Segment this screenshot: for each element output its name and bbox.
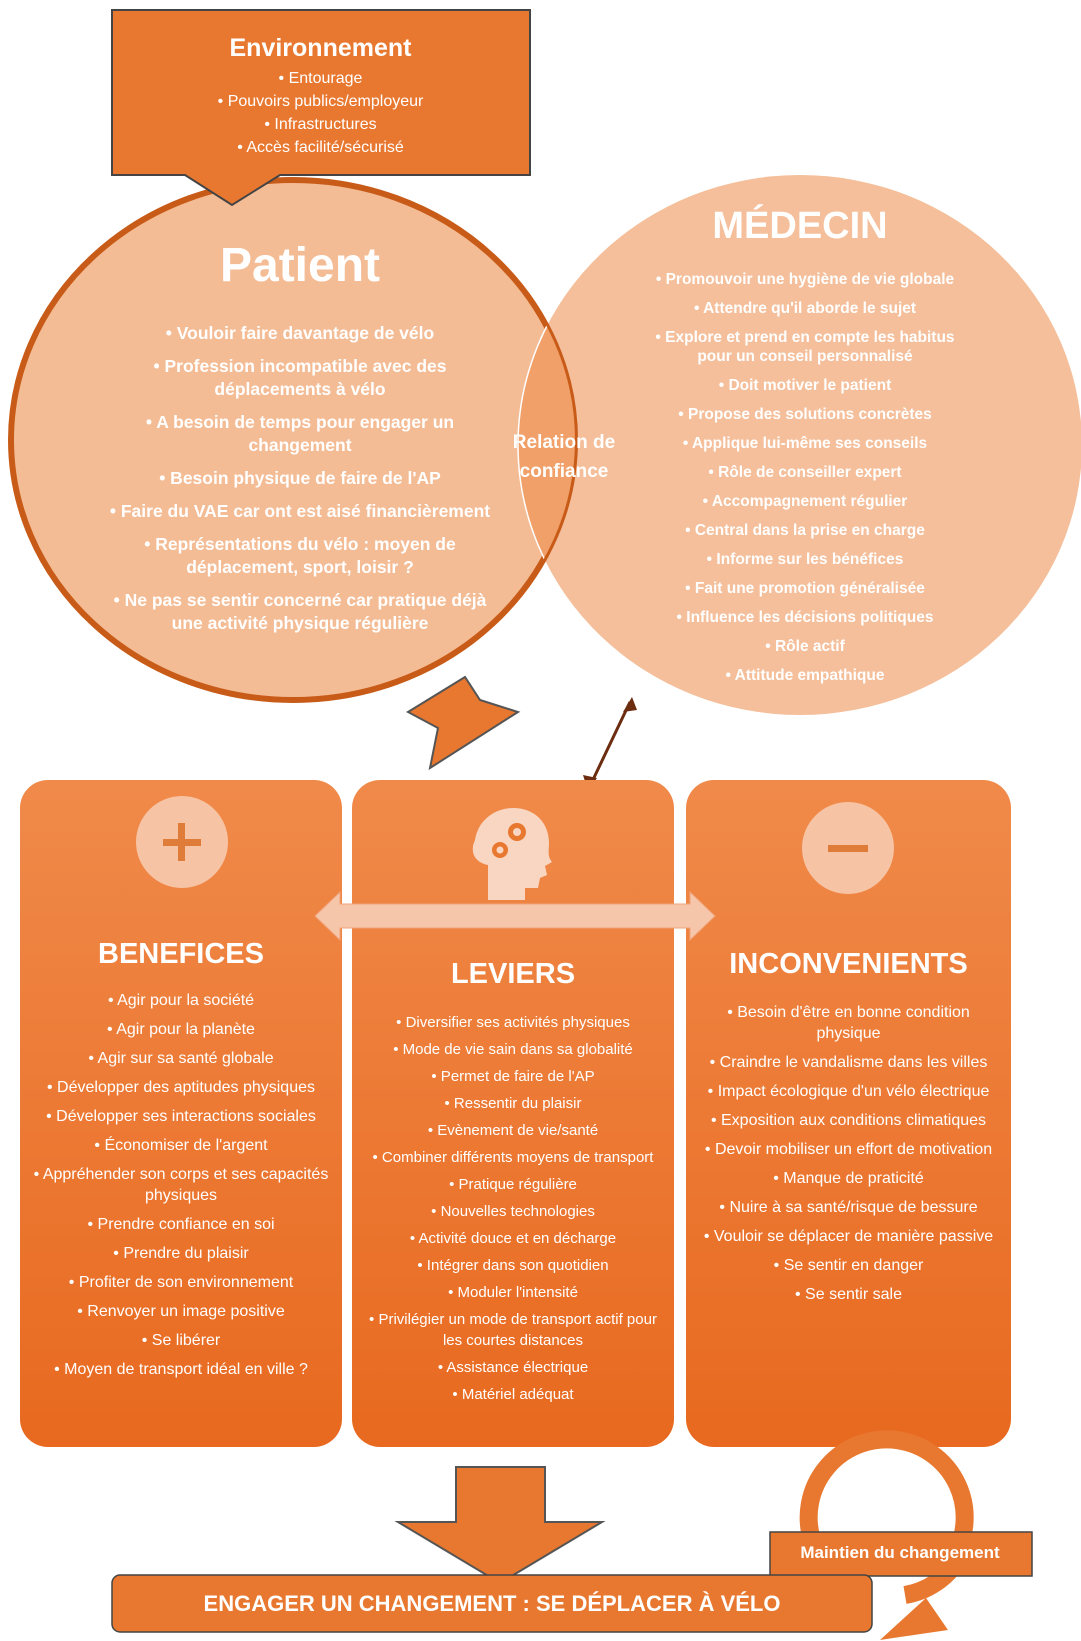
bottom-down-arrow [394, 1466, 606, 1585]
horizontal-double-arrow [314, 890, 716, 942]
medecin-item: • Accompagnement régulier [702, 493, 908, 510]
leviers-item: • Mode de vie sain dans sa globalité [393, 1041, 633, 1058]
leviers-item: • Activité douce et en décharge [409, 1230, 617, 1247]
inconvenients-item: • Impact écologique d'un vélo électrique [707, 1083, 990, 1100]
medecin-item: • Central dans la prise en charge [685, 522, 925, 539]
patient-item: • Profession incompatible avec des dépla… [153, 356, 447, 399]
leviers-item: • Moduler l'intensité [448, 1284, 578, 1301]
leviers-item: • Intégrer dans son quotidien [417, 1257, 609, 1274]
benefices-item: • Agir sur sa santé globale [88, 1050, 274, 1067]
medecin-item: • Promouvoir une hygiène de vie globale [655, 271, 955, 288]
benefices-item: • Économiser de l'argent [94, 1137, 268, 1154]
medecin-item: • Attitude empathique [725, 667, 885, 684]
medecin-item: • Rôle de conseiller expert [708, 464, 902, 481]
final-label: ENGAGER UN CHANGEMENT : SE DÉPLACER À VÉ… [203, 1591, 781, 1616]
inconvenients-box [686, 780, 1011, 1447]
benefices-item: • Appréhender son corps et ses capacités… [33, 1166, 329, 1204]
patient-list: • Vouloir faire davantage de vélo • Prof… [105, 322, 495, 645]
benefices-item: • Moyen de transport idéal en ville ? [54, 1361, 308, 1378]
inconvenients-item: • Se sentir sale [795, 1286, 902, 1303]
medecin-item: • Explore et prend en compte les habitus… [655, 329, 955, 365]
medecin-item: • Doit motiver le patient [718, 377, 892, 394]
benefices-item: • Renvoyer un image positive [77, 1303, 285, 1320]
benefices-item: • Prendre confiance en soi [87, 1216, 275, 1233]
leviers-item: • Assistance électrique [437, 1359, 589, 1376]
inconvenients-item: • Vouloir se déplacer de manière passive [703, 1228, 994, 1245]
patient-item: • Vouloir faire davantage de vélo [165, 323, 435, 343]
environment-item: • Infrastructures [264, 116, 377, 133]
leviers-item: • Permet de faire de l'AP [431, 1068, 595, 1085]
medecin-item: • Propose des solutions concrètes [678, 406, 932, 423]
benefices-item: • Profiter de son environnement [68, 1274, 294, 1291]
medecin-item: • Fait une promotion généralisée [685, 580, 925, 597]
final-box [111, 1574, 873, 1633]
benefices-item: • Agir pour la planète [107, 1021, 255, 1038]
leviers-box [352, 780, 674, 1447]
benefices-item: • Agir pour la société [107, 992, 255, 1009]
inconvenients-item: • Devoir mobiliser un effort de motivati… [704, 1141, 993, 1158]
patient-title: Patient [219, 239, 381, 292]
inconvenients-item: • Besoin d'être en bonne condition physi… [727, 1004, 970, 1042]
medecin-list: • Promouvoir une hygiène de vie globale … [640, 270, 970, 695]
maintien-label: Maintien du changement [800, 1543, 1000, 1562]
medecin-circle [518, 175, 1081, 715]
medecin-item: • Applique lui-même ses conseils [682, 435, 928, 452]
inconvenients-item: • Nuire à sa santé/risque de bessure [719, 1199, 978, 1216]
leviers-title: LEVIERS [450, 958, 576, 990]
patient-item: • Faire du VAE car ont est aisé financiè… [109, 501, 491, 521]
benefices-item: • Prendre du plaisir [113, 1245, 249, 1262]
patient-item: • Ne pas se sentir concerné car pratique… [113, 590, 487, 633]
maintien-cycle-arrow [799, 1430, 974, 1565]
head-gears-icon [472, 808, 552, 900]
inconvenients-title: INCONVENIENTS [729, 948, 968, 980]
medecin-item: • Attendre qu'il aborde le sujet [693, 300, 917, 317]
leviers-item: • Matériel adéquat [452, 1386, 574, 1403]
maintien-box [769, 1531, 1033, 1577]
relation-label: Relation de confiance [512, 432, 616, 482]
environment-item: • Accès facilité/sécurisé [237, 139, 404, 156]
inconvenients-item: • Se sentir en danger [773, 1257, 924, 1274]
benefices-item: • Se libérer [141, 1332, 221, 1349]
benefices-item: • Développer des aptitudes physiques [47, 1079, 315, 1096]
inconvenients-item: • Exposition aux conditions climatiques [710, 1112, 987, 1129]
benefices-list: • Agir pour la société • Agir pour la pl… [28, 990, 334, 1388]
benefices-title: BENEFICES [98, 938, 264, 970]
patient-item: • A besoin de temps pour engager un chan… [145, 412, 455, 455]
down-arrow-patient [405, 675, 521, 771]
inconvenients-item: • Manque de praticité [773, 1170, 924, 1187]
benefices-box [20, 780, 342, 1447]
leviers-item: • Pratique régulière [449, 1176, 577, 1193]
medecin-leviers-arrow [588, 701, 632, 787]
environment-content: Environnement • Entourage • Pouvoirs pub… [112, 10, 529, 158]
leviers-item: • Evènement de vie/santé [427, 1122, 599, 1139]
benefices-item: • Développer ses interactions sociales [46, 1108, 316, 1125]
leviers-item: • Diversifier ses activités physiques [396, 1014, 630, 1031]
leviers-item: • Ressentir du plaisir [444, 1095, 582, 1112]
environment-title: Environnement [229, 34, 412, 62]
patient-item: • Besoin physique de faire de l'AP [159, 468, 441, 488]
environment-callout [111, 9, 531, 207]
leviers-item: • Privilégier un mode de transport actif… [369, 1311, 657, 1349]
inconvenients-list: • Besoin d'être en bonne condition physi… [696, 1002, 1001, 1313]
leviers-item: • Nouvelles technologies [431, 1203, 595, 1220]
leviers-list: • Diversifier ses activités physiques • … [360, 1012, 666, 1411]
medecin-item: • Rôle actif [765, 638, 845, 655]
environment-item: • Entourage [278, 70, 363, 87]
patient-item: • Représentations du vélo : moyen de dép… [144, 534, 456, 577]
environment-item: • Pouvoirs publics/employeur [217, 93, 424, 110]
medecin-title: MÉDECIN [712, 205, 888, 247]
inconvenients-item: • Craindre le vandalisme dans les villes [709, 1054, 988, 1071]
medecin-item: • Informe sur les bénéfices [706, 551, 904, 568]
medecin-item: • Influence les décisions politiques [676, 609, 934, 626]
leviers-item: • Combiner différents moyens de transpor… [372, 1149, 654, 1166]
